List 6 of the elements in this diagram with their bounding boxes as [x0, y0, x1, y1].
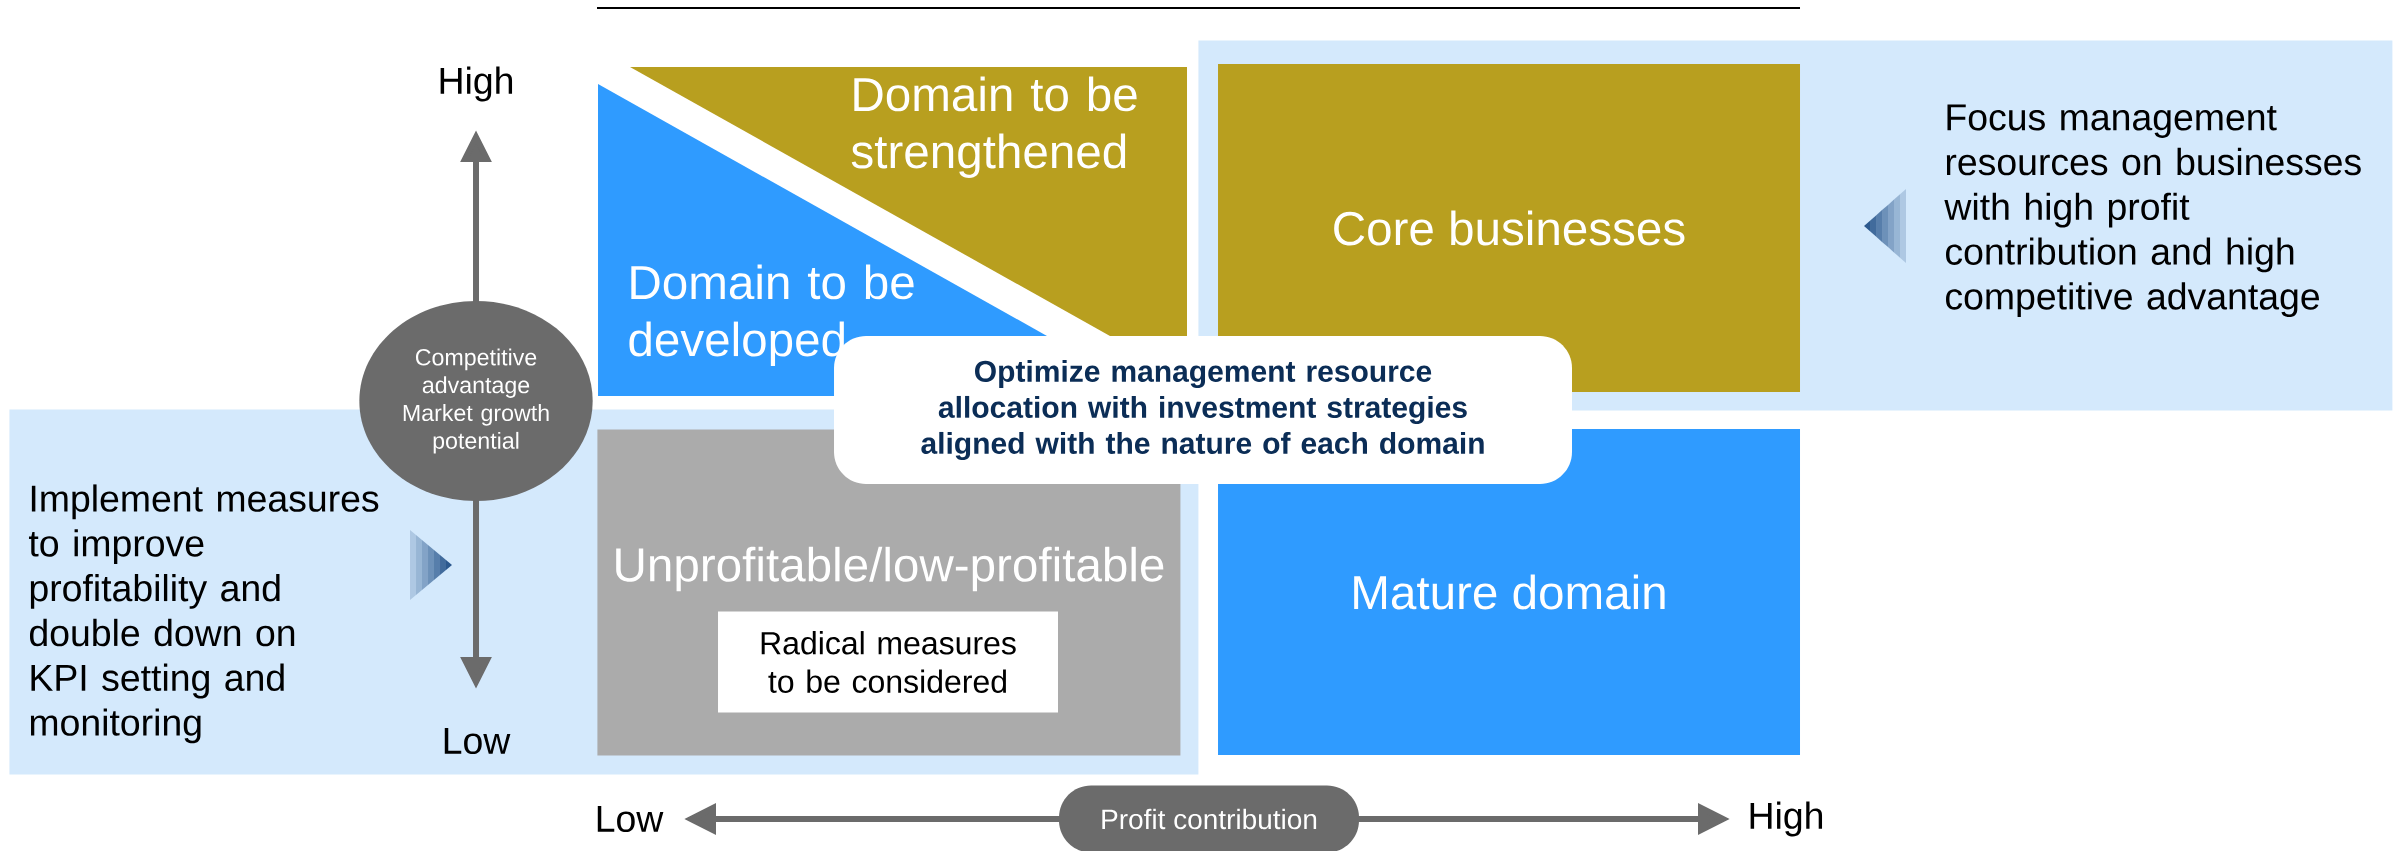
axis-label: Low [597, 805, 664, 833]
note-box: Radical measures to be considered [718, 611, 1058, 713]
axis-label: Low [444, 727, 511, 755]
axis-label: High [1750, 801, 1823, 837]
axis-label-pill: Profit contribution [1059, 785, 1359, 851]
axis-label: High [440, 66, 513, 102]
